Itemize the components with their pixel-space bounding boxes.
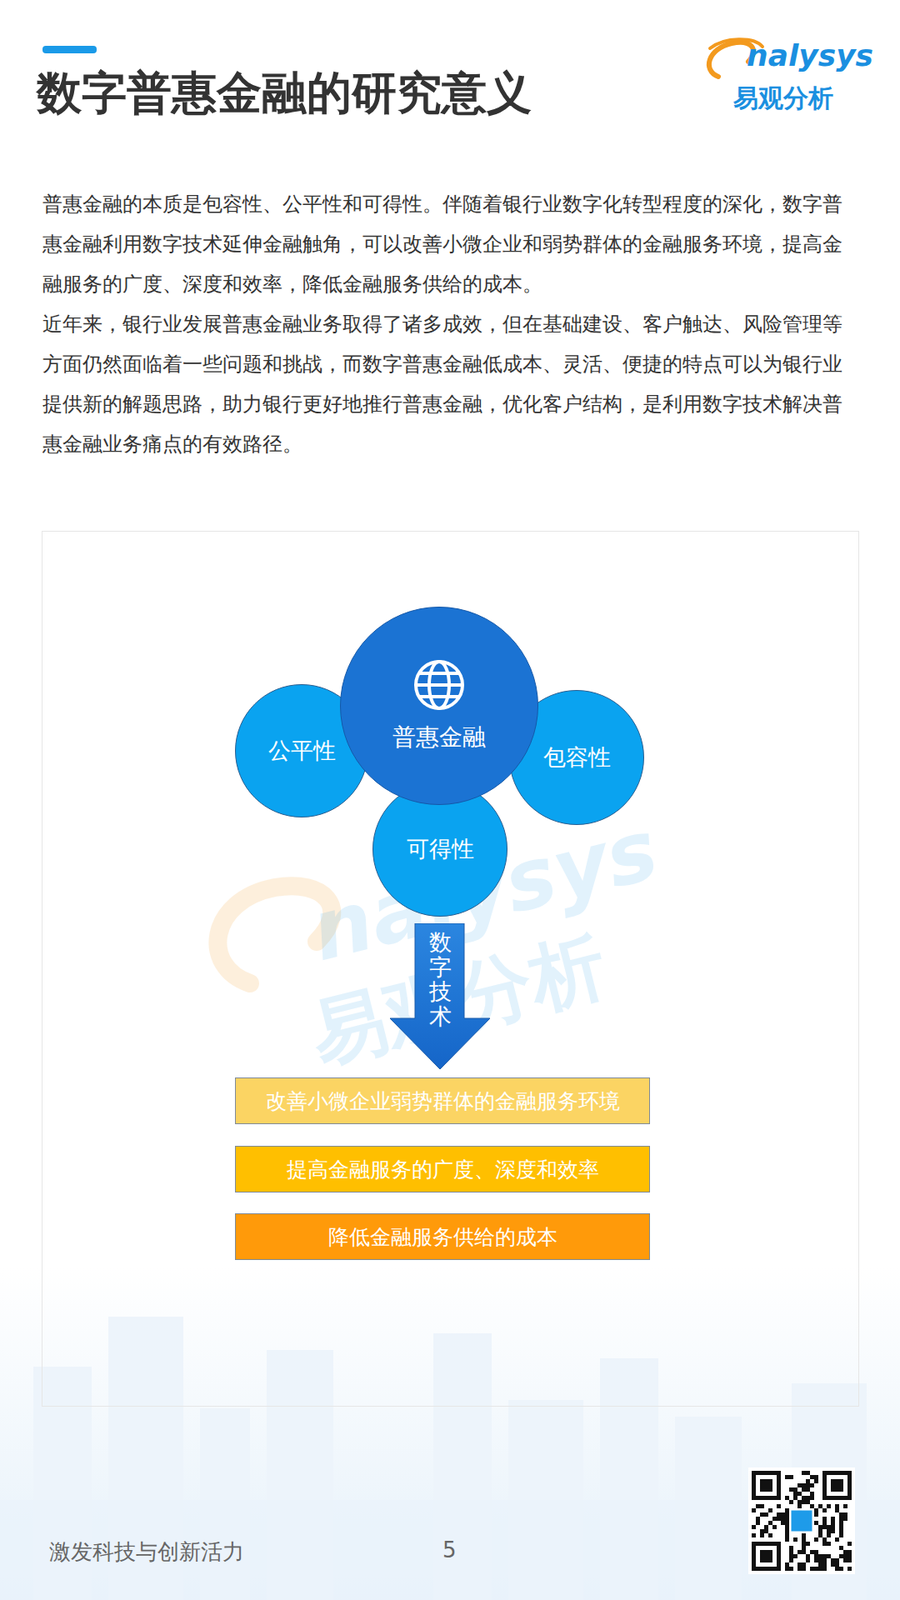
body-paragraph: 近年来，银行业发展普惠金融业务取得了诸多成效，但在基础建设、客户触达、风险管理等… — [42, 304, 851, 465]
node-text: 普惠金融 — [392, 721, 486, 754]
node-text: 数字技术 — [429, 930, 452, 1030]
node-text: 改善小微企业弱势群体的金融服务环境 — [265, 1087, 620, 1115]
result-box: 降低金融服务供给的成本 — [235, 1213, 650, 1260]
node-text: 可得性 — [406, 834, 475, 865]
node-text: 公平性 — [268, 735, 336, 766]
block-arrow: 数字技术 — [390, 923, 490, 1070]
footer-slogan: 激发科技与创新活力 — [49, 1537, 245, 1567]
node-text: 提高金融服务的广度、深度和效率 — [286, 1155, 600, 1184]
logo-text: 易观分析 — [733, 81, 834, 116]
body-paragraph: 普惠金融的本质是包容性、公平性和可得性。伴随着银行业数字化转型程度的深化，数字普… — [42, 184, 851, 305]
node-text: 包容性 — [543, 742, 611, 773]
node-text: 降低金融服务供给的成本 — [328, 1223, 558, 1251]
globe-icon — [412, 658, 466, 712]
result-box: 改善小微企业弱势群体的金融服务环境 — [235, 1077, 650, 1125]
page-number: 5 — [442, 1537, 457, 1563]
core-circle: 普惠金融 — [340, 606, 539, 805]
logo-text: nalysys — [746, 38, 874, 73]
result-box: 提高金融服务的广度、深度和效率 — [235, 1145, 650, 1193]
page-title: 数字普惠金融的研究意义 — [36, 63, 532, 125]
